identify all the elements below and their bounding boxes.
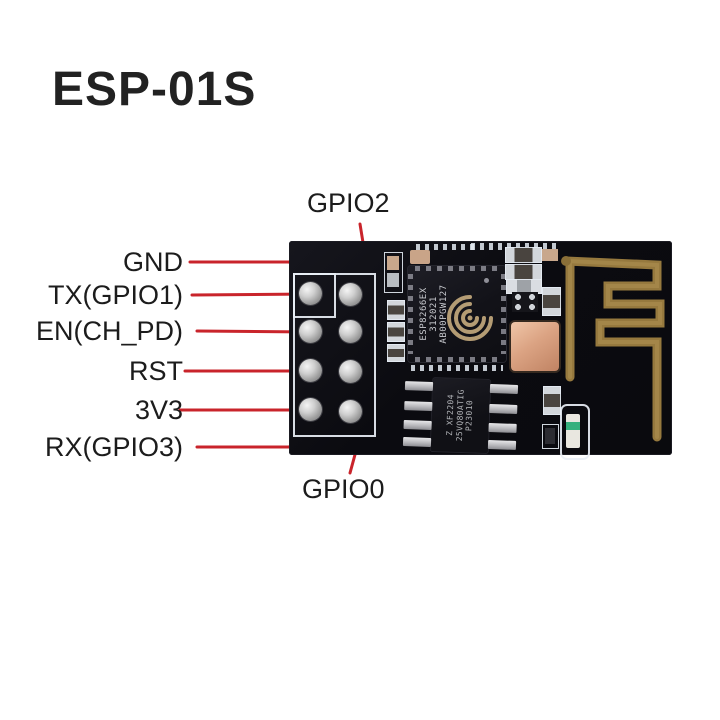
resistor (542, 287, 561, 316)
led-green-stripe (566, 422, 580, 430)
pin-label-rx: RX(GPIO3) (44, 432, 183, 462)
silkscreen-ticks (471, 243, 559, 250)
chip-pads (501, 274, 506, 354)
pin-label-gpio0: GPIO0 (302, 474, 385, 504)
silkscreen-ticks (411, 365, 503, 371)
resistor (387, 322, 405, 342)
capacitor (542, 249, 558, 261)
pin-tx (299, 282, 322, 305)
status-led (560, 404, 590, 460)
resistor-body (545, 428, 555, 444)
pcb-antenna (561, 256, 665, 442)
espressif-logo-icon (447, 295, 493, 341)
capacitor (410, 250, 430, 264)
pin-label-gnd: GND (123, 247, 183, 277)
pin-en (299, 320, 322, 343)
capacitor-body (387, 256, 399, 270)
pin-gpio0 (339, 360, 362, 383)
pin-rx (339, 400, 362, 423)
pin-label-en: EN(CH_PD) (35, 316, 183, 346)
chip-pads (415, 357, 499, 362)
resistor (505, 247, 542, 263)
antenna-feed-point (561, 256, 571, 266)
chip-pads (408, 274, 413, 354)
pin-3v3 (299, 398, 322, 421)
silkscreen-ticks (416, 244, 474, 250)
pin1-marker-box (293, 273, 336, 318)
resistor (387, 300, 405, 320)
pin-label-3v3: 3V3 (134, 395, 183, 425)
pin-rst (299, 359, 322, 382)
chip-pads (415, 266, 499, 271)
esp8266-chip: ESP8266EX 312021 AB00PGW127 (408, 266, 506, 362)
capacitor (384, 252, 403, 293)
resistor (542, 424, 559, 449)
capacitor-body (387, 273, 399, 287)
pin-label-gpio2: GPIO2 (307, 188, 390, 218)
pin-label-rst: RST (129, 356, 183, 386)
resistor (387, 344, 405, 362)
transistor (512, 292, 538, 312)
crystal-oscillator (511, 322, 559, 371)
pin-gnd (339, 283, 362, 306)
pin-gpio2 (339, 320, 362, 343)
page-title: ESP-01S (52, 63, 257, 116)
led-body (566, 414, 580, 448)
chip-pin1-dot (484, 278, 489, 283)
esp01s-board: ESP8266EX 312021 AB00PGW127 Z XF2204 25V… (289, 241, 672, 460)
resistor (543, 386, 561, 415)
pin-label-tx: TX(GPIO1) (47, 280, 183, 310)
